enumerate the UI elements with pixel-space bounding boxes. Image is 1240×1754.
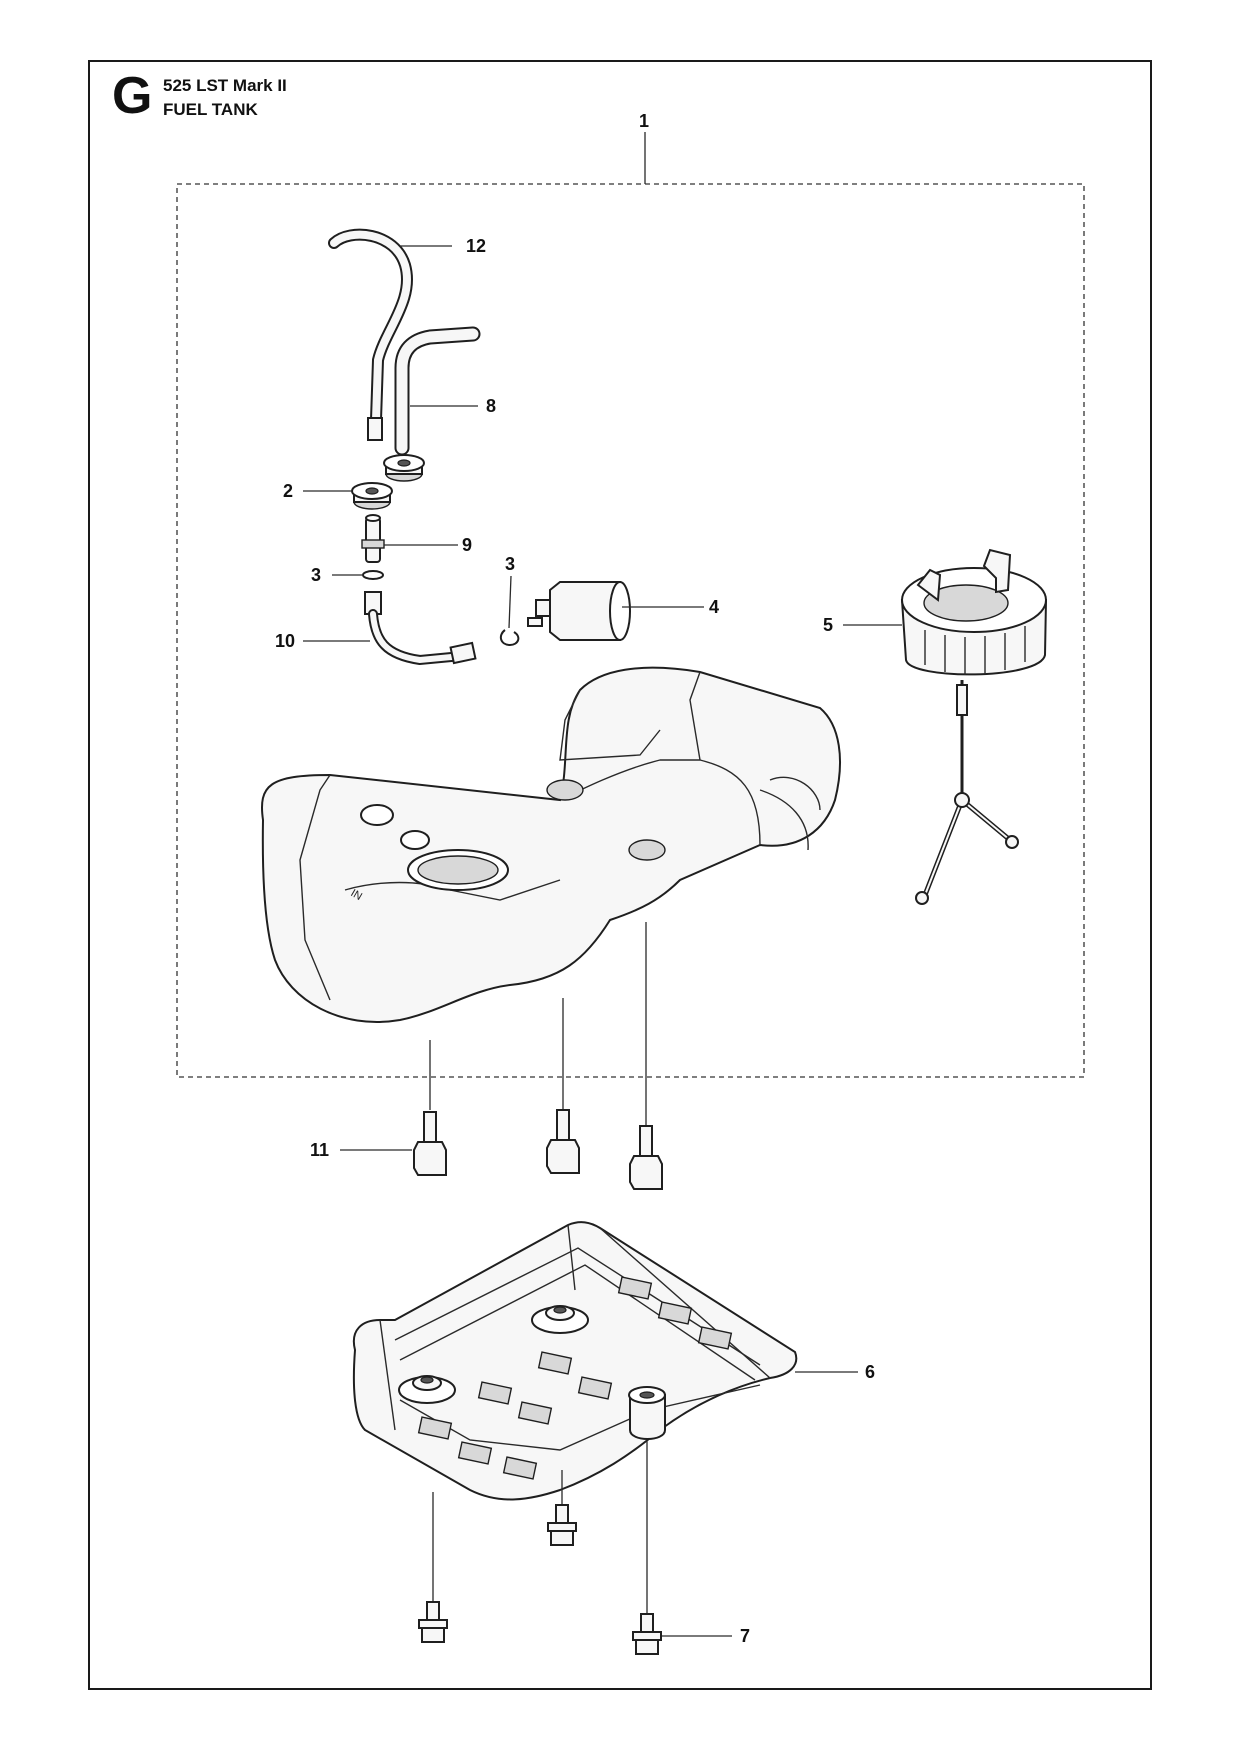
- part-4-fuel-filter: [527, 581, 631, 641]
- callout-10: 10: [275, 631, 295, 651]
- callout-11: 11: [310, 1140, 329, 1160]
- bracket-boss-upper: [531, 1305, 589, 1334]
- callout-2: 2: [283, 481, 293, 501]
- section-title: FUEL TANK: [163, 100, 258, 119]
- part-11-screw-c: [629, 1125, 663, 1190]
- part-8-vent-hose: [394, 326, 481, 456]
- part-7-screw-a: [418, 1601, 448, 1643]
- callout-1: 1: [639, 111, 649, 131]
- part-2-grommet-lower: [351, 482, 393, 510]
- part-3-clamp-left: [362, 570, 384, 580]
- part-7-screw-b: [547, 1504, 577, 1546]
- tank-marking-in: IN: [349, 887, 365, 903]
- part-12-fuel-hose: [328, 228, 413, 441]
- part-7-screw-c: [632, 1613, 662, 1655]
- callout-3-left: 3: [311, 565, 321, 585]
- part-9-fitting: [361, 514, 385, 563]
- part-10-fuel-line: [364, 591, 477, 666]
- callout-4: 4: [709, 597, 719, 617]
- tank-body: IN: [261, 666, 841, 1023]
- callout-9: 9: [462, 535, 472, 555]
- part-2-grommet-upper: [383, 454, 425, 482]
- page-frame: [88, 60, 1152, 1690]
- bracket-boss-left: [398, 1375, 456, 1404]
- callout-6: 6: [865, 1362, 875, 1382]
- part-11-screw-a: [413, 1111, 447, 1176]
- model-name: 525 LST Mark II: [163, 76, 287, 95]
- callout-8: 8: [486, 396, 496, 416]
- part-3-clamp-right: [499, 629, 520, 647]
- leader-3b: [508, 575, 512, 629]
- callout-12: 12: [466, 236, 486, 256]
- kit-boundary: [176, 183, 1085, 1078]
- bracket-boss-right: [628, 1386, 666, 1440]
- part-5-fuel-cap: [900, 548, 1048, 905]
- part-11-screw-b: [546, 1109, 580, 1174]
- section-letter: G: [112, 67, 153, 125]
- callout-7: 7: [740, 1626, 750, 1646]
- callout-3-right: 3: [505, 554, 515, 574]
- callout-5: 5: [823, 615, 833, 635]
- part-6-bracket: [352, 1221, 798, 1501]
